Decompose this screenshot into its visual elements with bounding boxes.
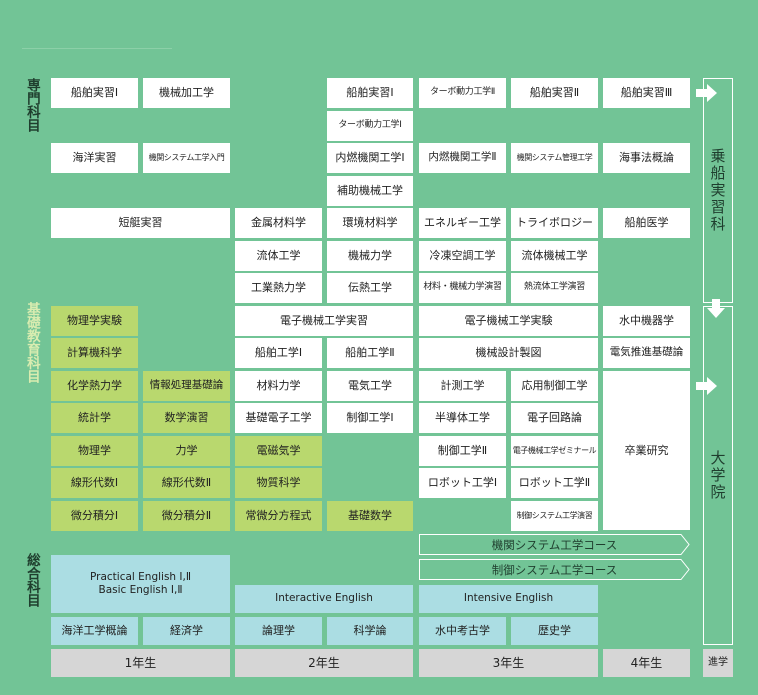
subject-cell: 船舶実習Ⅱ <box>511 78 598 108</box>
subject-cell: 電子機械工学実験 <box>419 306 598 336</box>
course-label: 制御システム工学コース <box>491 562 618 577</box>
subject-cell: ロボット工学Ⅰ <box>419 468 506 498</box>
subject-cell: 論理学 <box>235 617 322 645</box>
subject-cell: ロボット工学Ⅱ <box>511 468 598 498</box>
subject-cell: 線形代数Ⅱ <box>143 468 230 498</box>
course-arrow-shape <box>419 559 690 580</box>
subject-cell: 線形代数Ⅰ <box>51 468 138 498</box>
shingaku-label: 進学 <box>703 649 733 677</box>
subject-cell: 化学熱力学 <box>51 371 138 401</box>
subject-cell: 機関システム工学入門 <box>143 143 230 173</box>
subject-cell: 計測工学 <box>419 371 506 401</box>
year-3: 3年生 <box>419 649 598 677</box>
subject-cell: 金属材料学 <box>235 208 322 238</box>
category-kiso: 基礎教育科目 <box>23 302 40 383</box>
subject-cell: 流体工学 <box>235 241 322 271</box>
subject-cell: 制御工学Ⅰ <box>327 403 413 433</box>
subject-cell: 制御工学Ⅱ <box>419 436 506 466</box>
subject-cell: 統計学 <box>51 403 138 433</box>
category-sogo: 総合科目 <box>23 553 40 607</box>
subject-cell: 機械設計製図 <box>419 338 598 368</box>
subject-cell: 機械力学 <box>327 241 413 271</box>
josen-box: 乗船実習科 <box>703 78 733 303</box>
subject-cell: ターボ動力工学Ⅰ <box>327 111 413 141</box>
subject-cell: 数学演習 <box>143 403 230 433</box>
header-line <box>22 48 172 49</box>
category-senmon: 専門科目 <box>23 78 40 132</box>
course-label: 機関システム工学コース <box>491 537 618 552</box>
course-arrow-shape <box>419 534 690 555</box>
subject-cell: 海洋工学概論 <box>51 617 138 645</box>
subject-cell: 水中考古学 <box>419 617 506 645</box>
subject-cell: 機関システム管理工学 <box>511 143 598 173</box>
subject-cell: 力学 <box>143 436 230 466</box>
subject-cell: 熱流体工学演習 <box>511 273 598 303</box>
daigakuin-box: 大学院 <box>703 306 733 645</box>
daigakuin-label: 大学院 <box>708 450 727 501</box>
subject-cell: 船舶実習Ⅰ <box>327 78 413 108</box>
arrow-down-icon <box>707 299 725 318</box>
course-kikan: 機関システム工学コース <box>419 534 690 555</box>
subject-cell: 内燃機関工学Ⅱ <box>419 143 506 173</box>
subject-cell: 計算機科学 <box>51 338 138 368</box>
subject-cell: 冷凍空調工学 <box>419 241 506 271</box>
subject-cell: トライボロジー <box>511 208 598 238</box>
arrow-right-icon <box>696 84 717 102</box>
subject-cell: 電気工学 <box>327 371 413 401</box>
subject-cell: 経済学 <box>143 617 230 645</box>
subject-cell: 材料・機械力学演習 <box>419 273 506 303</box>
subject-cell: 物理学 <box>51 436 138 466</box>
subject-cell: 基礎電子工学 <box>235 403 322 433</box>
subject-cell: 工業熱力学 <box>235 273 322 303</box>
subject-cell: 船舶工学Ⅱ <box>327 338 413 368</box>
subject-cell: 基礎数学 <box>327 501 413 531</box>
subject-cell: 半導体工学 <box>419 403 506 433</box>
subject-cell: 歴史学 <box>511 617 598 645</box>
subject-cell: 電子回路論 <box>511 403 598 433</box>
subject-cell: 流体機械工学 <box>511 241 598 271</box>
subject-cell: 物質科学 <box>235 468 322 498</box>
subject-cell: 環境材料学 <box>327 208 413 238</box>
year-1: 1年生 <box>51 649 230 677</box>
subject-cell: 船舶医学 <box>603 208 690 238</box>
subject-cell: 応用制御工学 <box>511 371 598 401</box>
subject-cell: 材料力学 <box>235 371 322 401</box>
subject-cell: 科学論 <box>327 617 413 645</box>
subject-cell: 船舶工学Ⅰ <box>235 338 322 368</box>
subject-cell: 卒業研究 <box>603 371 690 530</box>
subject-line: Basic English Ⅰ,Ⅱ <box>98 584 183 596</box>
subject-cell: 制御システム工学演習 <box>511 501 598 531</box>
josen-label: 乗船実習科 <box>708 148 727 233</box>
year-4: 4年生 <box>603 649 690 677</box>
course-seigyo: 制御システム工学コース <box>419 559 690 580</box>
subject-cell: 機械加工学 <box>143 78 230 108</box>
subject-cell: 短艇実習 <box>51 208 230 238</box>
subject-cell-english: Practical English Ⅰ,Ⅱ Basic English Ⅰ,Ⅱ <box>51 555 230 613</box>
subject-cell: Interactive English <box>235 585 413 613</box>
subject-cell: 物理学実験 <box>51 306 138 336</box>
arrow-right-icon <box>696 377 717 395</box>
subject-cell: エネルギー工学 <box>419 208 506 238</box>
subject-cell: 電子機械工学ゼミナール <box>511 436 598 466</box>
subject-cell: 船舶実習Ⅲ <box>603 78 690 108</box>
subject-cell: 常微分方程式 <box>235 501 322 531</box>
subject-cell: 微分積分Ⅰ <box>51 501 138 531</box>
subject-cell: 海洋実習 <box>51 143 138 173</box>
subject-cell: 伝熱工学 <box>327 273 413 303</box>
subject-cell: 電子機械工学実習 <box>235 306 413 336</box>
subject-cell: ターボ動力工学Ⅱ <box>419 78 506 108</box>
subject-cell: 電磁気学 <box>235 436 322 466</box>
subject-cell: 微分積分Ⅱ <box>143 501 230 531</box>
subject-cell: Intensive English <box>419 585 598 613</box>
subject-cell: 補助機械工学 <box>327 176 413 206</box>
subject-line: Practical English Ⅰ,Ⅱ <box>89 570 192 583</box>
subject-cell: 情報処理基礎論 <box>143 371 230 401</box>
year-2: 2年生 <box>235 649 413 677</box>
subject-cell: 内燃機関工学Ⅰ <box>327 143 413 173</box>
subject-cell: 電気推進基礎論 <box>603 338 690 368</box>
subject-cell: 海事法概論 <box>603 143 690 173</box>
subject-cell: 船舶実習Ⅰ <box>51 78 138 108</box>
subject-cell: 水中機器学 <box>603 306 690 336</box>
